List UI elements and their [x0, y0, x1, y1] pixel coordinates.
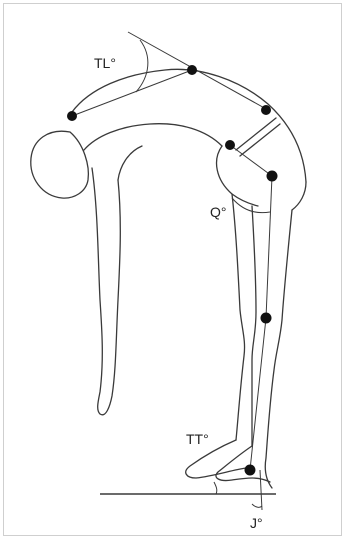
tl-chord-line [72, 70, 192, 116]
chest-outline [84, 124, 222, 150]
marker-thoracic-upper [67, 111, 77, 121]
marker-greater-trochanter [267, 171, 278, 182]
upper-back-outline [72, 69, 306, 182]
leg-front-outline [232, 194, 245, 440]
arm-outline-back [92, 168, 120, 415]
marker-ankle [245, 465, 256, 476]
marker-lumbar [261, 105, 271, 115]
label-tl: TL° [94, 55, 116, 71]
tt-angle-arc [214, 482, 217, 494]
tl-angle-arc [136, 40, 148, 92]
arm-outline-front [118, 146, 142, 180]
pelvic-line [230, 145, 272, 176]
hip-outline [217, 146, 306, 210]
scapula-line-b [240, 124, 280, 156]
label-q: Q° [210, 204, 227, 220]
label-tt: TT° [186, 431, 209, 447]
label-j: J° [250, 515, 263, 531]
measurement-lines [72, 32, 276, 510]
j-angle-arc [252, 504, 262, 507]
figure-frame [4, 4, 342, 536]
head-outline [31, 131, 89, 198]
tl-tangent-line [128, 32, 268, 110]
q-angle-arc [232, 198, 270, 213]
body-outline [31, 69, 306, 488]
marker-knee [261, 313, 272, 324]
vertical-reference-line [260, 470, 262, 510]
marker-thoracic-apex [187, 65, 197, 75]
leg-front-inner-outline [252, 206, 256, 446]
marker-sacrum [225, 140, 235, 150]
femur-line [266, 176, 272, 318]
scapula-line-a [236, 118, 276, 150]
